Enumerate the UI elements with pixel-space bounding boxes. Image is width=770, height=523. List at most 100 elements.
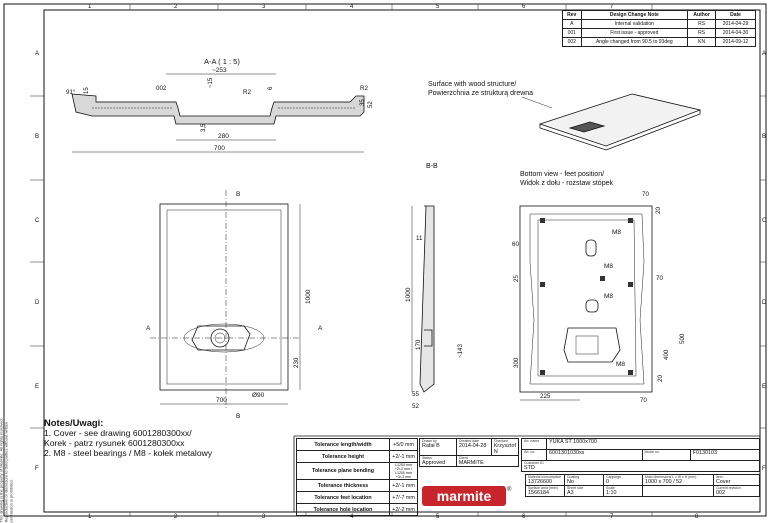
notes-block: Notes/Uwagi: 1. Cover - see drawing 6001… [44, 418, 294, 459]
bottom-dim-500: 500 [679, 333, 686, 344]
front-dim-1000: 1000 [305, 289, 312, 304]
tol-row: Tolerance length/width+5/0 mm [296, 438, 418, 451]
bottom-dim-70a: 70 [642, 191, 649, 198]
notes-line-1: 1. Cover - see drawing 6001280300xx/ [44, 428, 192, 438]
section-aa: A-A ( 1 : 5) ~253 002 R2 R2 15 ~15 6 35 … [66, 57, 374, 153]
tb-client: MARMITE [458, 460, 484, 466]
tb-modelno-cap: Model no. [644, 450, 660, 454]
tol-value: L1200 mm +2/-2 mm / L1200 mm +3/-3 mm [389, 462, 418, 480]
section-bb-label: B-B [426, 163, 438, 170]
tb-drawn-cap: Drawn by [422, 439, 437, 443]
tb-client-cap: Client [458, 456, 468, 460]
bottom-outline [519, 205, 653, 393]
tol-row: Tolerance thickness+2/-1 mm [296, 479, 418, 492]
front-view: B B A A 1000 230 700 Ø90 [146, 190, 323, 420]
tb-material: 13726600 [528, 479, 552, 485]
logo-text: marmite [437, 488, 492, 504]
row-label-F-r: F [762, 466, 766, 472]
tol-label: Tolerance hole location [296, 503, 390, 516]
dim-r2a: R2 [243, 89, 251, 96]
bottom-note-2: Widok z dołu - rozstaw stópek [520, 180, 613, 187]
bottom-dim-70b: 70 [656, 275, 663, 282]
col-label-4b: 4 [350, 514, 354, 520]
side-dim-11: 11 [416, 235, 423, 242]
rev-row: 001 First issue - approved RS 2014-04-30 [562, 28, 756, 38]
tb-maxdim: 1000 x 700 / 52 [645, 479, 683, 485]
col-label-8b: 8 [695, 514, 699, 520]
col-label-2b: 2 [174, 514, 178, 520]
tb-surface-cap: Surface area (mm²) [528, 486, 559, 490]
front-dim-230: 230 [293, 357, 300, 368]
tol-value: +7/-7 mm [389, 491, 418, 504]
surface-note-2: Powierzchnia ze strukturą drewna [428, 90, 533, 97]
front-label-b-bottom: B [236, 413, 240, 420]
iso-view: Surface with wood structure/ Powierzchni… [428, 81, 702, 151]
row-label-E-r: E [762, 384, 766, 390]
row-label-B: B [35, 134, 39, 140]
rev-cell: 2014-04-29 [715, 19, 756, 29]
tb-cappings: 0 [606, 479, 609, 485]
side-dim-1000: 1000 [405, 287, 412, 302]
front-outline [159, 203, 289, 391]
side-dim-55: 55 [412, 391, 419, 398]
tol-row: Tolerance height+2/-1 mm [296, 450, 418, 463]
section-aa-title: A-A ( 1 : 5) [204, 57, 240, 66]
tb-custid-cap: Customer ID [524, 461, 544, 465]
tb-maxdim-cap: Main dimensions L x W x H (mm) [645, 475, 697, 479]
tb-coating-cap: Coating [567, 475, 580, 479]
tb-drawn-by: Rafał B [422, 443, 440, 449]
bottom-m8-1: M8 [612, 229, 621, 236]
rev-cell: A [562, 19, 582, 29]
row-label-F: F [35, 466, 39, 472]
row-label-A: A [35, 51, 39, 57]
side-dim-143: ~143 [457, 344, 464, 358]
logo-reg: ® [507, 486, 512, 493]
outer-frame [3, 3, 767, 517]
tol-value: +2/-2 mm [389, 503, 418, 516]
tb-sheet: A3 [567, 490, 574, 496]
dim-15a: 15 [84, 87, 90, 94]
col-label-1: 1 [88, 4, 92, 10]
tol-value: +5/0 mm [389, 438, 418, 451]
surface-note-1: Surface with wood structure/ [428, 81, 516, 88]
tb-item: Cover [716, 479, 731, 485]
tb-checked: Krzysztof N [493, 443, 516, 455]
tol-label: Tolerance height [296, 450, 390, 463]
tb-artname-cap: Art. name [524, 439, 540, 443]
titleblock-article: Art. name YUKA ST 1000x700 Art. no. 6001… [521, 438, 761, 472]
col-label-5: 5 [436, 4, 440, 10]
tb-created-cap: Created date [458, 439, 480, 443]
dim-6: 6 [268, 86, 274, 90]
side-dim-52: 52 [412, 403, 419, 410]
rev-header-note: Design Change Note [580, 10, 689, 20]
rev-header-author: Author [687, 10, 717, 20]
tb-checked-cap: Checked [493, 439, 508, 443]
tol-value: +2/-1 mm [389, 450, 418, 463]
tb-sheet-cap: Sheet size [567, 486, 584, 490]
notes-line-3: 2. M8 - steel bearings / M8 - kołek meta… [44, 448, 213, 458]
side-view: 1000 11 170 ~143 55 52 [405, 205, 464, 410]
rev-cell: Internal validation [580, 19, 689, 29]
rev-cell: 2014-09-12 [715, 37, 756, 47]
tb-rev-cap: Current revision [716, 486, 741, 490]
tb-scale: 1:10 [606, 490, 617, 496]
dim-15b: ~15 [208, 77, 214, 88]
tb-rev: 002 [716, 490, 725, 496]
tol-row: Tolerance hole location+2/-2 mm [296, 503, 418, 516]
side-dim-170: 170 [415, 339, 422, 350]
bottom-dim-25: 25 [513, 275, 520, 282]
row-label-D: D [35, 300, 40, 306]
bottom-dim-70c: 70 [640, 397, 647, 404]
front-label-b-top: B [236, 191, 240, 198]
bottom-dim-20a: 20 [655, 207, 662, 214]
bottom-note-1: Bottom view - feet position/ [520, 171, 604, 178]
tol-label: Tolerance feet location [296, 491, 390, 504]
bottom-dim-225: 225 [540, 393, 551, 400]
dim-3-5: 3,5 [201, 123, 207, 132]
row-label-C: C [35, 218, 40, 224]
bottom-view: Bottom view - feet position/ Widok z doł… [512, 171, 686, 404]
bottom-dim-300: 300 [513, 357, 520, 368]
col-label-1b: 1 [88, 514, 92, 520]
